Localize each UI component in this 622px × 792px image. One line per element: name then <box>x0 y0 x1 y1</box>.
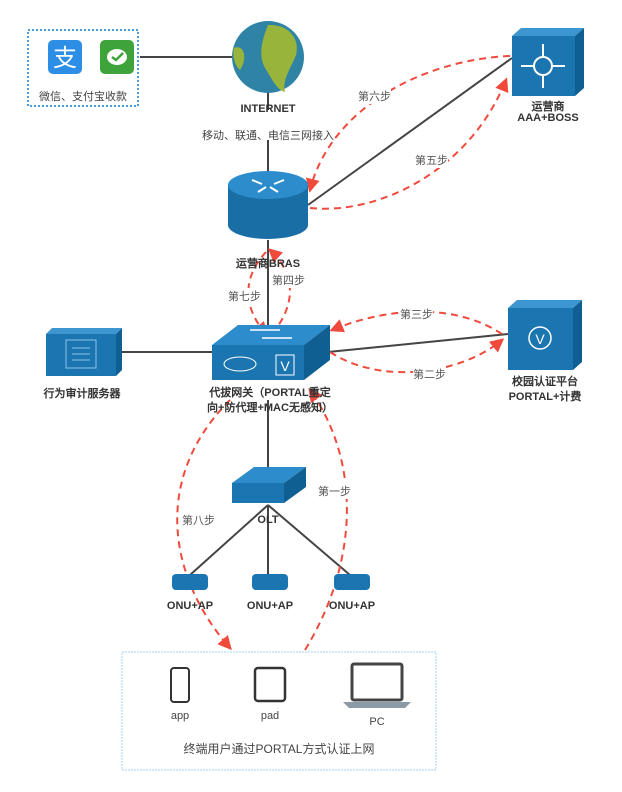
onu-label-1: ONU+AP <box>166 600 214 612</box>
internet-sub-label: 移动、联通、电信三网接入 <box>202 130 334 142</box>
svg-text:支: 支 <box>53 44 77 72</box>
step3-label: 第三步 <box>400 306 433 322</box>
payment-box <box>27 29 139 107</box>
onu-icon <box>172 574 208 590</box>
svg-text:V: V <box>535 331 545 347</box>
aaa-label-line2: AAA+BOSS <box>517 112 579 124</box>
arrow-step8 <box>176 399 232 651</box>
audit-server-label: 行为审计服务器 <box>43 388 121 400</box>
globe-icon <box>232 21 304 93</box>
wechat-pay-icon <box>100 40 134 74</box>
arrow-step2 <box>329 338 505 374</box>
onu-label-3: ONU+AP <box>328 600 376 612</box>
gateway-switch-icon: V <box>212 325 330 380</box>
olt-label: OLT <box>257 514 279 526</box>
onu-label-2: ONU+AP <box>246 600 294 612</box>
onu-icons <box>172 574 370 590</box>
svg-text:V: V <box>280 358 290 374</box>
arrow-step5 <box>309 77 509 210</box>
device-label-pc: PC <box>369 716 385 728</box>
switch-icon <box>232 467 306 503</box>
portal-label-line1: 校园认证平台 <box>512 376 578 388</box>
tablet-icon <box>253 666 287 703</box>
portal-server-icon: V <box>508 300 582 370</box>
payment-caption: 微信、支付宝收款 <box>39 91 127 103</box>
aaa-server-icon <box>512 28 584 96</box>
step7-label: 第七步 <box>228 288 261 304</box>
laptop-icon <box>343 662 411 708</box>
step1-label: 第一步 <box>318 483 351 499</box>
step8-label: 第八步 <box>182 512 215 528</box>
terminals-box <box>121 651 437 771</box>
gateway-label-line2: 向+防代理+MAC无感知） <box>207 402 333 414</box>
portal-label-line2: PORTAL+计费 <box>508 391 582 403</box>
alipay-icon: 支 <box>48 40 82 74</box>
router-icon <box>228 171 308 239</box>
step2-label: 第二步 <box>413 366 446 382</box>
gateway-label-line1: 代拔网关（PORTAL重定 <box>209 387 331 399</box>
onu-icon <box>252 574 288 590</box>
arrow-step1 <box>304 387 348 651</box>
phone-icon <box>170 667 190 703</box>
step4-label: 第四步 <box>272 272 305 288</box>
bras-label: 运营商BRAS <box>235 258 301 270</box>
arrow-step6 <box>305 55 511 193</box>
internet-label: INTERNET <box>240 103 296 115</box>
server-icon <box>46 328 122 376</box>
onu-icon <box>334 574 370 590</box>
step5-label: 第五步 <box>415 152 448 168</box>
links <box>122 56 513 576</box>
device-label-app: app <box>170 710 190 722</box>
step6-label: 第六步 <box>358 88 391 104</box>
aaa-label-line1: 运营商 <box>531 101 565 113</box>
device-label-pad: pad <box>260 710 280 722</box>
terminals-caption: 终端用户通过PORTAL方式认证上网 <box>183 742 375 756</box>
